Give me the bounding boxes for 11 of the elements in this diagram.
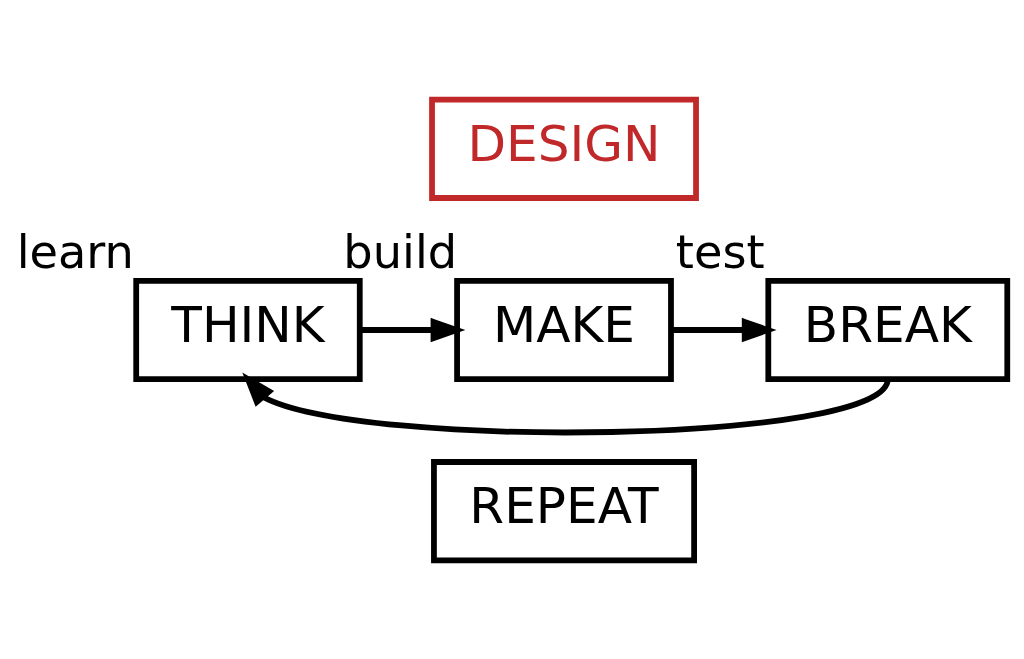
node-label: test — [675, 224, 765, 279]
node-label: build — [343, 224, 458, 279]
node-box: MAKE — [454, 277, 674, 382]
node-box: REPEAT — [431, 458, 697, 563]
arrow — [671, 317, 777, 342]
arrow — [242, 372, 891, 435]
node-box: BREAK — [765, 277, 1011, 382]
node-box: THINK — [133, 277, 363, 382]
node-box: DESIGN — [429, 96, 699, 201]
node-label: learn — [16, 224, 134, 279]
arrow — [360, 317, 466, 342]
